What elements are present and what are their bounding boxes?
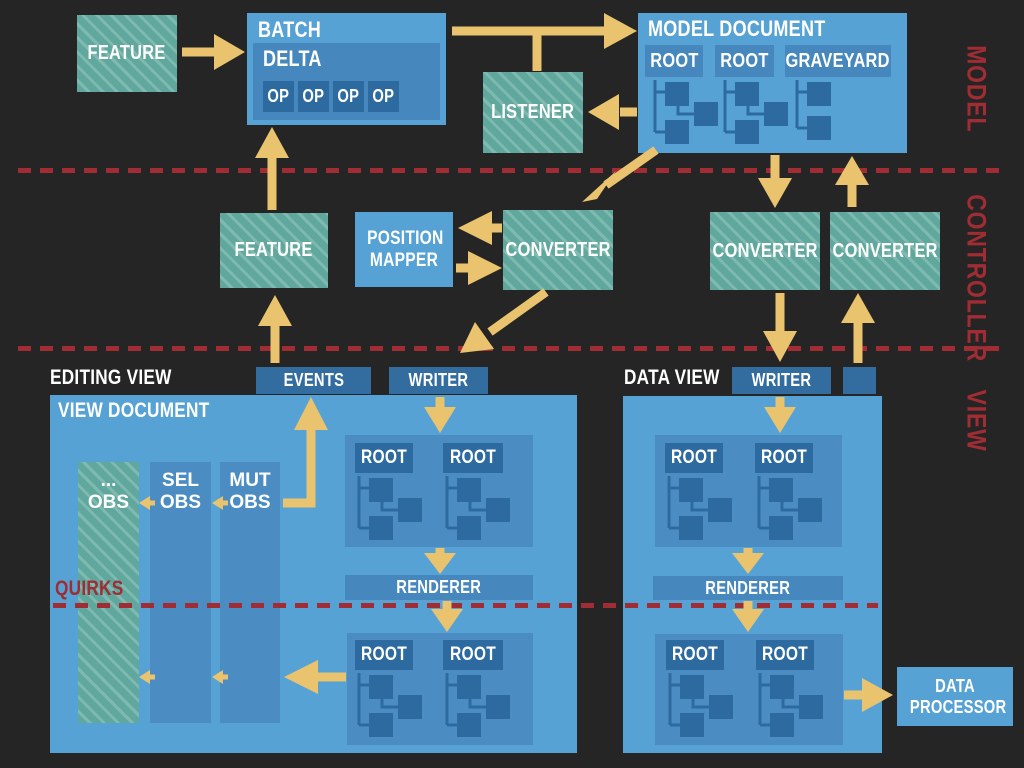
data-upper-root-header: ROOT [755,443,813,473]
feature-model-box: FEATURE [77,15,177,92]
model-root-header: ROOT [715,45,774,77]
tree-icon [440,673,512,744]
events-tab: EVENTS [256,367,371,394]
tree-icon [352,476,424,547]
data-processor-label: DATA PROCESSOR [909,675,1007,717]
quirks-label: QUIRKS [55,577,124,600]
tree-icon [352,673,424,744]
editing-renderer-bar: RENDERER [345,575,533,600]
tree-icon [648,80,720,151]
op-box: OP [298,81,329,112]
model-document-to-listener-arrow [588,94,637,130]
writer-tab-editing: WRITER [389,367,488,394]
op-box: OP [333,81,364,112]
converter-data-left-box: CONVERTER [710,212,820,290]
listener-box: LISTENER [483,72,583,153]
model-band-label: MODEL [961,45,992,133]
data-view-extra-tab [843,367,876,394]
tree-icon [718,80,790,151]
converter-data-to-model-document-arrow [835,156,869,207]
op-box: OP [263,81,294,112]
data-lower-root-header: ROOT [666,640,724,670]
feature-model-label: FEATURE [88,42,166,64]
model-controller-separator [18,168,1006,173]
controller-view-separator [18,346,1006,351]
writer-tab-data: WRITER [732,367,831,394]
data-view-label: DATA VIEW [624,366,720,389]
feature-to-batch-arrow [182,34,245,70]
data-view-to-converter-arrow [841,293,875,363]
events-to-feature-arrow [258,295,292,363]
feature-controller-label: FEATURE [235,239,313,261]
model-document-to-converter-data-arrow [758,155,792,208]
editing-view-label: EDITING VIEW [50,366,172,389]
tree-icon [440,476,512,547]
batch-to-model-document-arrow [452,13,637,71]
data-renderer-bar: RENDERER [653,576,843,600]
position-mapper-to-converter-arrow [456,251,502,285]
position-mapper-label: POSITION MAPPER [367,227,444,271]
model-document-title: MODEL DOCUMENT [648,16,826,41]
converter-editing-box: CONVERTER [503,210,613,290]
batch-label: BATCH [258,17,322,42]
model-document-to-converter-editing-arrow [582,146,659,202]
op-box: OP [368,81,399,112]
observer-other-column: ...OBS [78,462,139,723]
converter-to-position-mapper-arrow [458,211,502,245]
tree-icon [753,673,825,744]
tree-icon [662,476,734,547]
tree-icon [663,673,735,744]
editing-lower-root-header: ROOT [443,640,503,670]
model-graveyard-header: GRAVEYARD [785,45,891,77]
editing-lower-root-header: ROOT [355,640,413,670]
controller-band-label: CONTROLLER [961,194,992,363]
converter-editing-to-writer-arrow [460,288,549,353]
data-processor-box: DATA PROCESSOR [897,667,1013,726]
position-mapper-box: POSITION MAPPER [355,212,453,287]
tree-icon [752,476,824,547]
view-document-title: VIEW DOCUMENT [58,399,210,422]
data-upper-root-header: ROOT [665,443,723,473]
converter-to-data-writer-arrow [763,293,797,362]
model-root-header: ROOT [645,45,703,77]
tree-icon [790,80,862,147]
feature-controller-box: FEATURE [220,213,328,288]
converter-data-right-box: CONVERTER [830,212,940,290]
editing-upper-root-header: ROOT [443,443,503,473]
data-lower-root-header: ROOT [756,640,814,670]
view-band-label: VIEW [961,389,992,452]
quirks-separator [53,603,878,608]
delta-label: DELTA [263,46,322,71]
listener-label: LISTENER [491,101,575,123]
editing-upper-root-header: ROOT [355,443,413,473]
